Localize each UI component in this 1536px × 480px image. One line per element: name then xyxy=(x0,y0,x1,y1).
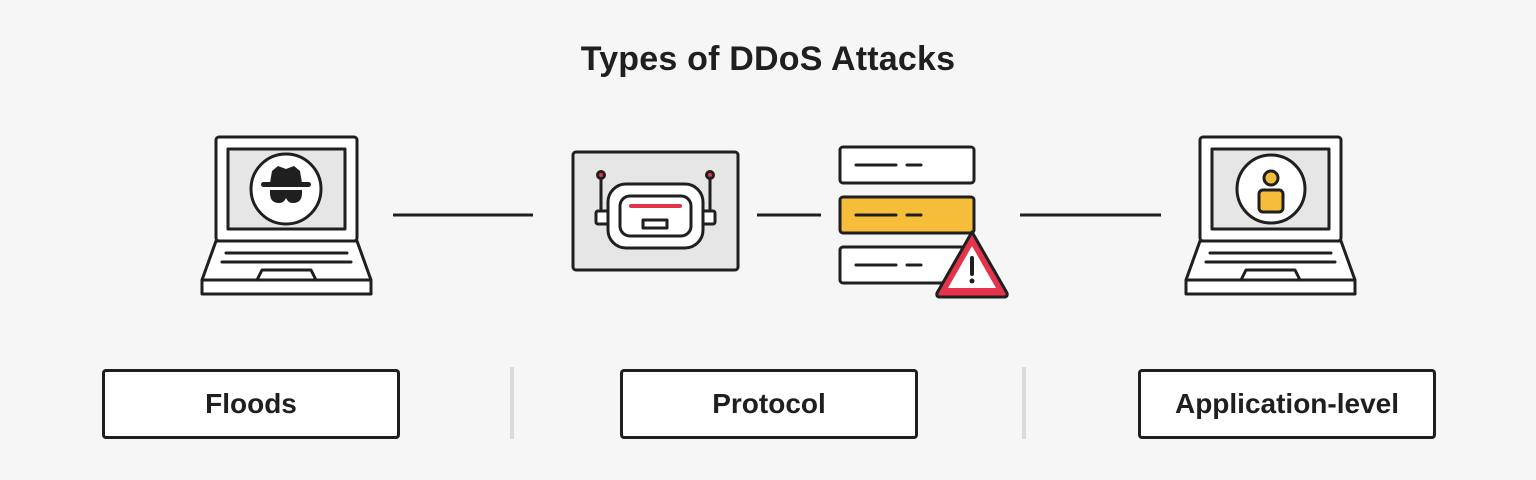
separator xyxy=(1022,367,1026,439)
floods-label-box: Floods xyxy=(102,369,400,439)
warning-icon xyxy=(935,230,1009,299)
server-stack-icon xyxy=(838,145,976,285)
diagram-title: Types of DDoS Attacks xyxy=(580,40,956,78)
application-level-label-box: Application-level xyxy=(1138,369,1436,439)
separator xyxy=(510,367,514,439)
user-laptop-icon xyxy=(1184,135,1357,296)
protocol-label-box: Protocol xyxy=(620,369,918,439)
hacker-laptop-icon xyxy=(200,135,373,296)
bot-icon xyxy=(571,150,740,272)
